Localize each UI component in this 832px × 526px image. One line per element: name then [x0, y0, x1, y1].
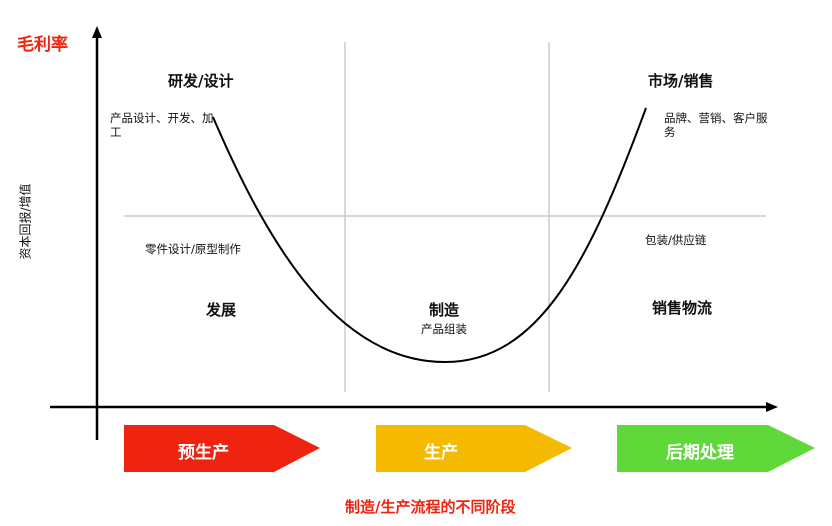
y-axis-arrowhead: [92, 26, 102, 38]
marketing-detail: 品牌、营销、客户服务: [664, 111, 768, 139]
marketing-lower: 包装/供应链: [645, 233, 707, 247]
stage-arrow-pre-production: [124, 425, 320, 472]
stage-arrow-production: [376, 425, 572, 472]
y-axis-title: 毛利率: [17, 35, 68, 55]
x-axis-arrowhead: [766, 402, 778, 412]
rd-detail: 产品设计、开发、加工: [110, 111, 214, 139]
y-axis-label: 资本回报/增值: [18, 183, 33, 260]
marketing-title: 市场/销售: [648, 72, 714, 90]
rd-lower: 零件设计/原型制作: [145, 242, 241, 256]
manufacturing-title: 制造: [429, 301, 460, 319]
rd-title: 研发/设计: [168, 72, 234, 90]
footer-caption: 制造/生产流程的不同阶段: [345, 498, 516, 516]
stage-arrow-post-processing: [617, 425, 815, 472]
stage-label-production: 生产: [424, 443, 458, 463]
marketing-lower-title: 销售物流: [652, 299, 713, 317]
rd-lower-title: 发展: [206, 301, 237, 319]
stage-label-pre-production: 预生产: [178, 443, 229, 463]
smile-curve: [212, 107, 647, 364]
manufacturing-detail: 产品组装: [421, 322, 467, 336]
stage-label-post-processing: 后期处理: [666, 443, 734, 463]
